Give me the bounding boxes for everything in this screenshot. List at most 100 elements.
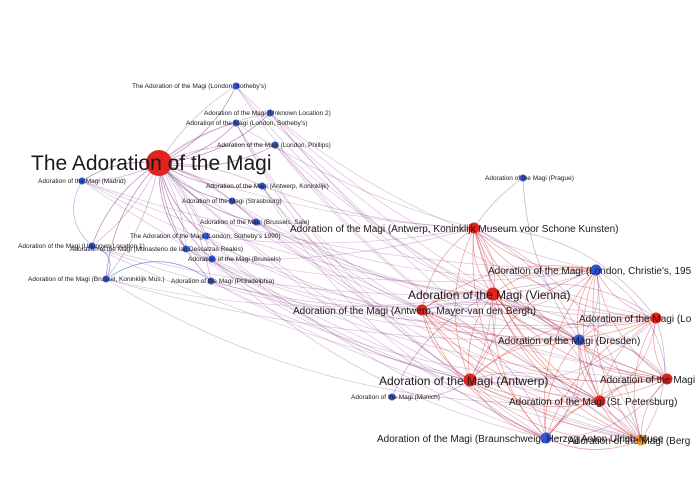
edge-bridge [105,278,494,307]
node-phillips[interactable] [271,141,279,149]
edge-bridge [235,122,547,439]
node-label-munich: Adoration of the Magi (Munich) [351,394,440,401]
node-strasbourg[interactable] [228,197,236,205]
edge-right [421,227,475,311]
node-mayer[interactable] [416,304,428,316]
edge-bridge [105,278,601,404]
edge-right [545,378,668,439]
edge-blue-loop [91,245,111,280]
node-brussel_koninklijk[interactable] [102,275,110,283]
edge-right [545,400,601,439]
node-unknown_loc[interactable] [88,242,96,250]
edge-bridge [81,180,657,319]
node-label-christies: Adoration of the Magi (London, Christie'… [488,266,692,277]
node-label-st_petersburg: Adoration of the Magi (St. Petersburg) [509,397,677,408]
edge-right [633,317,657,441]
edge-main-alt-philadelphia [158,162,212,282]
edge-bridge [158,162,547,439]
edge-bridge [235,122,471,381]
node-descalzas[interactable] [182,245,190,253]
edge-right-alt [421,269,597,317]
node-label-phillips: Adoration of the Magi (London, Phillips) [217,142,331,149]
node-madrid[interactable] [78,177,86,185]
edge-right [640,378,668,441]
edge-bridge [274,144,601,402]
node-label-madrid: Adoration of the Magi (Madrid) [38,178,126,185]
edge-bridge [255,221,657,319]
edge-right-alt [492,293,642,441]
node-label-brussels: Adoration of the Magi (Brussels) [188,256,281,263]
node-unknown2[interactable] [266,109,274,117]
node-label-sothebys_1990: The Adoration of the Magi (London, Sothe… [130,233,280,240]
node-london_sothebys[interactable] [232,119,240,127]
edge-right-alt [578,339,668,380]
node-right_magi[interactable] [661,373,673,385]
edge-bridge [235,122,475,229]
node-antwerp[interactable] [463,373,477,387]
edge-bridge [269,112,657,319]
node-sothebys_top[interactable] [232,82,240,90]
node-antwerp_kmsk[interactable] [468,222,480,234]
edge-right [578,339,601,402]
edge-bridge [235,85,601,402]
edge-right [473,227,597,271]
edge-right [473,227,580,341]
node-label-descalzas: Adoration of the Magi (Monasterio de las… [70,246,243,253]
node-munich[interactable] [388,393,396,401]
edge-right [473,227,668,380]
node-brussels_sale[interactable] [252,218,260,226]
edge-bridge [261,185,475,229]
edge-right-alt [469,317,657,383]
edge-blue-loop [105,261,212,282]
edge-right [473,227,642,441]
edge-bridge [211,227,475,261]
node-vienna[interactable] [486,287,500,301]
node-prague[interactable] [519,174,527,182]
edge-right [421,309,547,439]
edge-right [421,309,580,346]
edge-right [545,317,657,439]
node-right_lo[interactable] [650,312,662,324]
edge-right-alt [492,283,657,319]
edge-bridge [205,227,475,244]
node-label-prague: Adoration of the Magi (Prague) [485,175,574,182]
node-sothebys_1990[interactable] [202,232,210,240]
edge-right [543,269,597,439]
node-main[interactable] [146,150,172,176]
edge-bridge [274,144,580,341]
node-st_petersburg[interactable] [594,395,606,407]
node-philadelphia[interactable] [207,277,215,285]
edge-right-alt [469,293,496,381]
edge-bridge [269,112,668,380]
node-brussels[interactable] [208,255,216,263]
edge-right [545,437,642,450]
edge-right [577,269,597,341]
edge-bridge [81,180,668,380]
node-dresden[interactable] [573,334,585,346]
edge-bridge [158,162,423,311]
node-braunschweig[interactable] [540,432,552,444]
edge-bridge [261,185,471,381]
edge-right [492,293,642,441]
edge-right [469,379,642,442]
edge-bridge [211,258,547,439]
edge-bridge [185,248,668,380]
edge-main-alt-unknown2 [158,112,271,164]
node-orange_right[interactable] [635,434,647,446]
edge-bridge [235,85,494,295]
edge-right [454,227,475,381]
node-christies[interactable] [590,264,602,276]
node-label-right_magi: Adoration of the Magi [600,375,695,386]
edge-right [599,317,657,402]
edge-right-alt [421,309,547,439]
edge-right [469,379,547,439]
edge-bridge [105,278,580,342]
edge-bridge [235,122,423,311]
edge-bridge [211,258,423,311]
node-antwerp_koninklijk[interactable] [258,182,266,190]
edge-munich [391,293,494,398]
node-label-vienna: Adoration of the Magi (Vienna) [408,288,571,302]
node-label-unknown2: Adoration of the Magi (Unknown Location … [204,110,331,117]
